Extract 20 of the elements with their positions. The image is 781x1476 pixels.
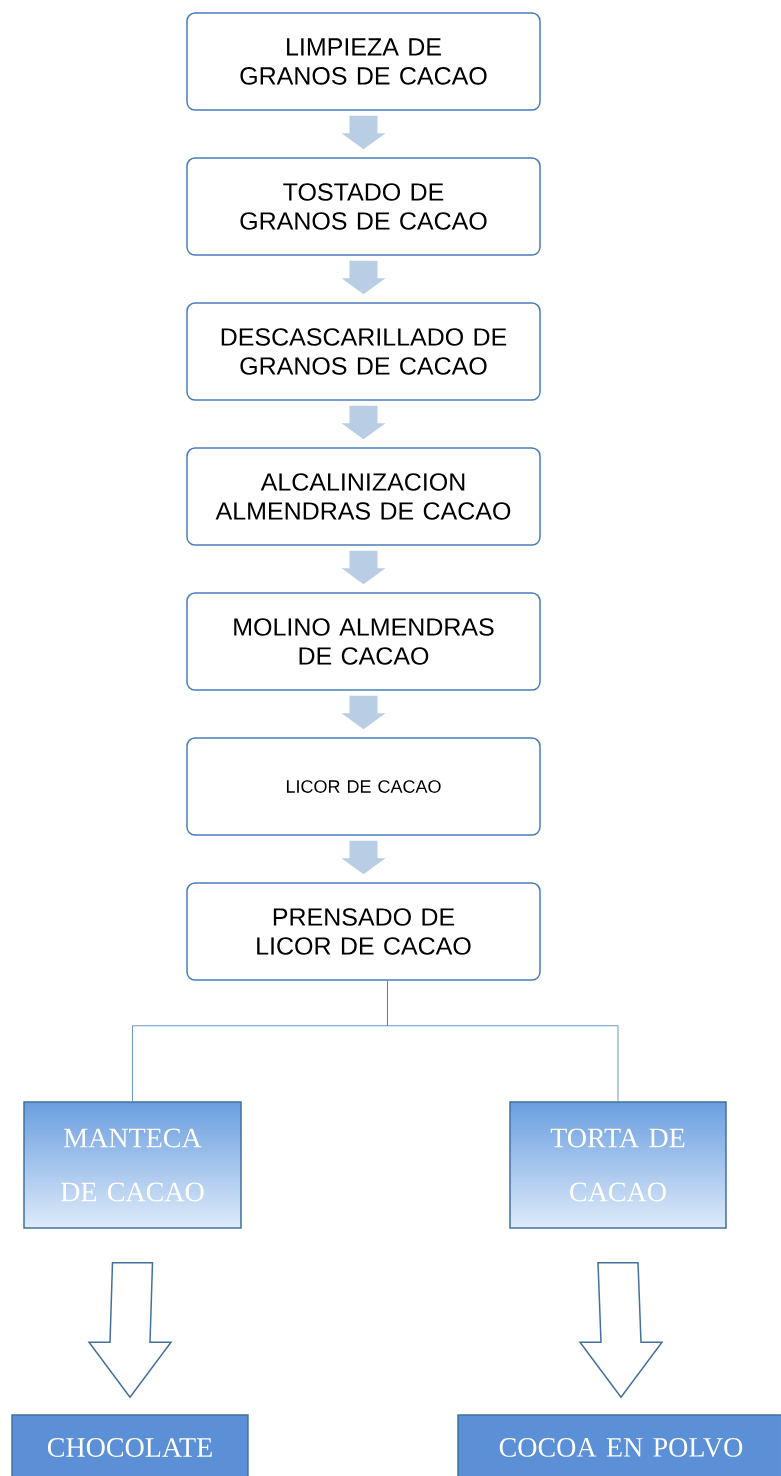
- block-arrow: [341, 115, 386, 150]
- connector-line: [387, 980, 619, 1102]
- block-arrow: [341, 260, 386, 295]
- hollow-arrow: [578, 1262, 664, 1399]
- process-box: LIMPIEZA DE GRANOS DE CACAO: [186, 12, 541, 111]
- product-box: TORTA DE CACAO: [509, 1101, 727, 1229]
- process-box: DESCASCARILLADO DE GRANOS DE CACAO: [186, 302, 541, 401]
- block-arrow: [341, 550, 386, 585]
- block-arrow: [341, 695, 386, 730]
- hollow-arrow: [87, 1262, 173, 1399]
- block-arrow: [341, 840, 386, 875]
- product-box: CHOCOLATE: [11, 1414, 249, 1476]
- product-box: MANTECA DE CACAO: [23, 1101, 242, 1229]
- product-box: COCOA EN POLVO: [457, 1414, 781, 1476]
- process-box: LICOR DE CACAO: [186, 737, 541, 836]
- process-box: PRENSADO DE LICOR DE CACAO: [186, 882, 541, 981]
- process-box: TOSTADO DE GRANOS DE CACAO: [186, 157, 541, 256]
- block-arrow: [341, 405, 386, 440]
- process-box: MOLINO ALMENDRAS DE CACAO: [186, 592, 541, 691]
- process-box: ALCALINIZACION ALMENDRAS DE CACAO: [186, 447, 541, 546]
